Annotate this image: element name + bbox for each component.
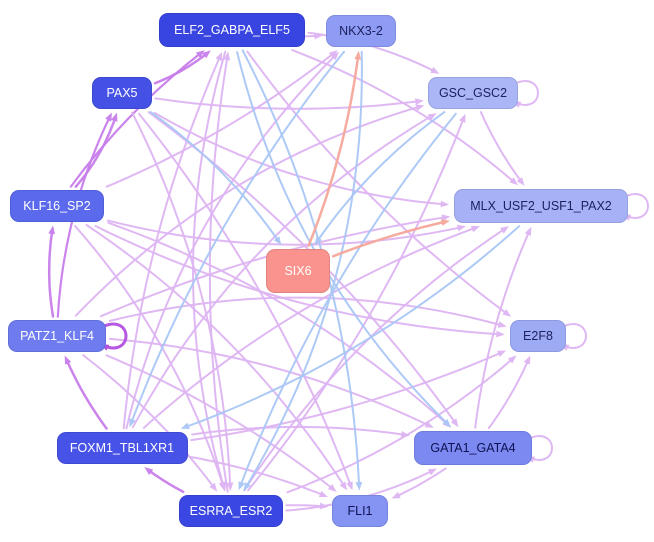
node-label: PATZ1_KLF4 <box>20 329 94 343</box>
edge-ESRRA_ESR2-E2F8 <box>286 355 517 494</box>
node-label: GATA1_GATA4 <box>430 441 516 455</box>
edge-FOXM1_TBL1XR1-PATZ1_KLF4 <box>64 355 108 430</box>
edge-KLF16_SP2-E2F8 <box>94 225 505 338</box>
edge-PATZ1_KLF4-KLF16_SP2 <box>47 225 55 318</box>
node-GATA1_GATA4[interactable]: GATA1_GATA4 <box>414 431 532 465</box>
edge-GATA1_GATA4-E2F8 <box>487 355 531 429</box>
edge-PAX5-ELF2_GABPA_ELF5 <box>153 50 211 85</box>
edge-NKX3-2-ESRRA_ESR2 <box>243 50 363 492</box>
edge-SIX6-MLX_USF2_USF1_PAX2 <box>331 219 450 258</box>
edge-PATZ1_KLF4-GSC_GSC2 <box>74 104 425 317</box>
edge-FOXM1_TBL1XR1-ELF2_GABPA_ELF5 <box>122 52 222 430</box>
node-E2F8[interactable]: E2F8 <box>510 320 566 352</box>
edge-KLF16_SP2-PAX5 <box>74 112 118 188</box>
node-label: ELF2_GABPA_ELF5 <box>174 23 290 37</box>
node-GSC_GSC2[interactable]: GSC_GSC2 <box>428 77 518 109</box>
edge-GSC_GSC2-ESRRA_ESR2 <box>238 112 457 491</box>
edge-FOXM1_TBL1XR1-GSC_GSC2 <box>131 113 437 429</box>
node-PATZ1_KLF4[interactable]: PATZ1_KLF4 <box>8 320 106 352</box>
node-ELF2_GABPA_ELF5[interactable]: ELF2_GABPA_ELF5 <box>159 13 305 47</box>
node-label: MLX_USF2_USF1_PAX2 <box>470 199 612 213</box>
node-label: FOXM1_TBL1XR1 <box>69 441 175 455</box>
edge-PATZ1_KLF4-ESRRA_ESR2 <box>82 354 218 492</box>
edge-GSC_GSC2-SIX6 <box>314 111 446 246</box>
edge-ESRRA_ESR2-FLI1 <box>285 502 329 510</box>
edge-PAX5-ESRRA_ESR2 <box>131 111 234 492</box>
edge-KLF16_SP2-NKX3-2 <box>105 50 338 188</box>
node-MLX_USF2_USF1_PAX2[interactable]: MLX_USF2_USF1_PAX2 <box>454 189 628 223</box>
edge-GATA1_GATA4-FLI1 <box>391 467 447 499</box>
edge-ESRRA_ESR2-ELF2_GABPA_ELF5 <box>208 51 231 493</box>
node-label: PAX5 <box>106 86 138 100</box>
edge-FOXM1_TBL1XR1-NKX3-2 <box>125 51 340 430</box>
edge-NKX3-2-FOXM1_TBL1XR1 <box>129 50 345 428</box>
edge-PAX5-MLX_USF2_USF1_PAX2 <box>153 112 450 208</box>
edge-KLF16_SP2-FLI1 <box>85 224 348 491</box>
edge-ESRRA_ESR2-MLX_USF2_USF1_PAX2 <box>243 226 509 492</box>
node-PAX5[interactable]: PAX5 <box>92 77 152 109</box>
node-NKX3-2[interactable]: NKX3-2 <box>326 15 396 47</box>
node-label: ESRRA_ESR2 <box>189 504 273 518</box>
node-label: KLF16_SP2 <box>23 199 91 213</box>
edge-GSC_GSC2-MLX_USF2_USF1_PAX2 <box>479 111 525 186</box>
node-label: E2F8 <box>523 329 553 343</box>
edge-KLF16_SP2-ELF2_GABPA_ELF5 <box>69 50 205 188</box>
edge-GATA1_GATA4-MLX_USF2_USF1_PAX2 <box>474 226 532 429</box>
edge-ESRRA_ESR2-GSC_GSC2 <box>247 113 466 492</box>
edge-PAX5-SIX6 <box>149 111 282 246</box>
edge-FOXM1_TBL1XR1-MLX_USF2_USF1_PAX2 <box>142 225 480 429</box>
edge-PATZ1_KLF4-E2F8 <box>108 296 507 328</box>
edge-MLX_USF2_USF1_PAX2-FOXM1_TBL1XR1 <box>180 225 521 429</box>
edge-SIX6-NKX3-2 <box>307 50 362 247</box>
node-SIX6[interactable]: SIX6 <box>266 249 330 293</box>
node-label: SIX6 <box>284 264 312 278</box>
node-ESRRA_ESR2[interactable]: ESRRA_ESR2 <box>179 495 283 527</box>
edge-FOXM1_TBL1XR1-E2F8 <box>190 350 507 442</box>
edge-ELF2_GABPA_ELF5-E2F8 <box>246 50 512 317</box>
node-label: FLI1 <box>347 504 373 518</box>
node-FOXM1_TBL1XR1[interactable]: FOXM1_TBL1XR1 <box>56 432 188 464</box>
edge-KLF16_SP2-MLX_USF2_USF1_PAX2 <box>106 219 466 246</box>
node-FLI1[interactable]: FLI1 <box>332 495 388 527</box>
node-label: GSC_GSC2 <box>438 86 508 100</box>
node-KLF16_SP2[interactable]: KLF16_SP2 <box>10 190 104 222</box>
edge-ESRRA_ESR2-FOXM1_TBL1XR1 <box>144 467 185 494</box>
node-label: NKX3-2 <box>339 24 383 38</box>
